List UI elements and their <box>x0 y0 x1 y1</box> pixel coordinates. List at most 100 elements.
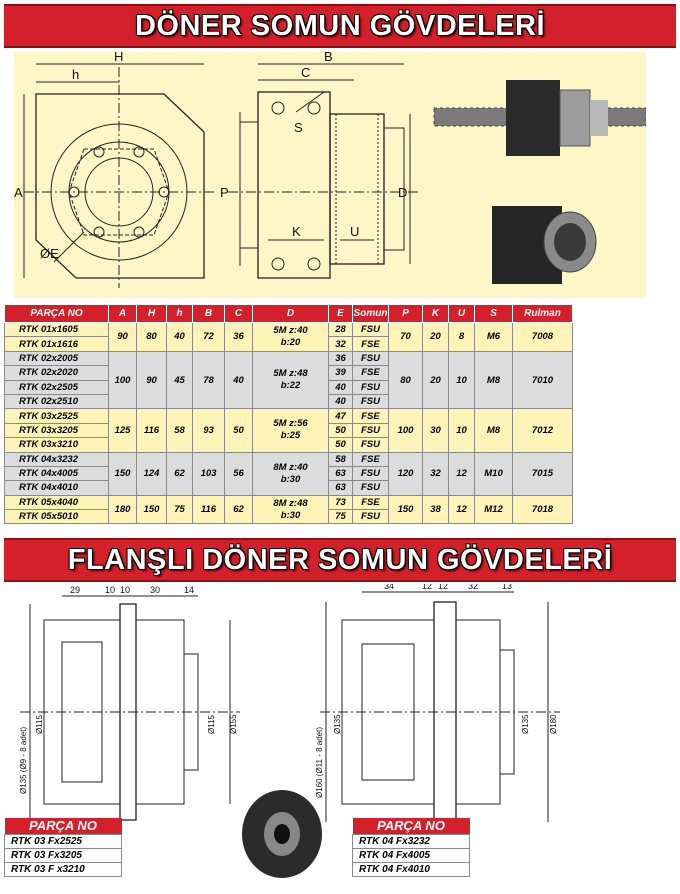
cell-somun: FSU <box>352 422 389 439</box>
part-number-cell: RTK 02x2510 <box>4 393 109 410</box>
flange-right-dim-4: 32 <box>468 584 478 591</box>
cell-U: 12 <box>448 451 475 496</box>
section-title: FLANŞLI DÖNER SOMUN GÖVDELERİ <box>67 543 613 576</box>
dim-label-B: B <box>324 52 333 64</box>
cell-K: 32 <box>422 451 449 496</box>
parts-left-item: RTK 03 F x3210 <box>4 861 122 877</box>
part-number-cell: RTK 04x4010 <box>4 480 109 496</box>
col-header-rulman: Rulman <box>512 304 573 323</box>
cell-E: 73 <box>328 494 353 511</box>
cell-K: 30 <box>422 408 449 453</box>
col-header-B: B <box>192 304 225 323</box>
cell-C: 40 <box>224 350 253 410</box>
cell-somun: FSE <box>352 451 389 467</box>
flange-right-d3: Ø180 <box>549 714 558 734</box>
cell-somun: FSE <box>352 336 389 352</box>
part-number-cell: RTK 05x5010 <box>4 509 109 525</box>
cell-D-line1: 5M z:48 <box>273 368 308 380</box>
col-header-S: S <box>474 304 513 323</box>
dim-label-P: P <box>220 185 229 200</box>
cell-A: 180 <box>108 494 137 525</box>
parts-right-item: RTK 04 Fx3232 <box>352 833 470 849</box>
cell-P: 120 <box>388 451 423 496</box>
cell-E: 58 <box>328 451 353 467</box>
cell-C: 56 <box>224 451 253 496</box>
flange-left-dim-5: 14 <box>184 585 194 595</box>
cell-Rulman: 7018 <box>512 494 573 525</box>
col-header-part: PARÇA NO <box>4 304 109 323</box>
part-number-cell: RTK 01x1616 <box>4 336 109 352</box>
part-number-cell: RTK 03x3210 <box>4 437 109 453</box>
title-banner-bottom: FLANŞLI DÖNER SOMUN GÖVDELERİ <box>4 538 676 582</box>
flange-left-dim-3: 10 <box>120 585 130 595</box>
cell-H: 80 <box>136 322 167 352</box>
cell-S: M8 <box>474 408 513 453</box>
cell-Rulman: 7015 <box>512 451 573 496</box>
cell-P: 100 <box>388 408 423 453</box>
part-number-cell: RTK 02x2005 <box>4 350 109 367</box>
cell-B: 78 <box>192 350 225 410</box>
part-number-cell: RTK 04x3232 <box>4 451 109 467</box>
spec-table: PARÇA NO A H h B C D E Somun P K U S Rul… <box>4 304 573 525</box>
cell-P: 80 <box>388 350 423 410</box>
cell-B: 72 <box>192 322 225 352</box>
col-header-K: K <box>422 304 449 323</box>
cell-P: 150 <box>388 494 423 525</box>
part-number-cell: RTK 02x2505 <box>4 379 109 395</box>
flange-left-d2: Ø115 <box>207 714 216 734</box>
col-header-H: H <box>136 304 167 323</box>
cell-somun: FSU <box>352 321 389 338</box>
cell-somun: FSE <box>352 494 389 511</box>
dim-label-S: S <box>294 120 303 135</box>
cell-h: 62 <box>166 451 193 496</box>
cell-somun: FSE <box>352 408 389 424</box>
flange-left-dim-2: 10 <box>105 585 115 595</box>
cell-S: M6 <box>474 322 513 352</box>
part-number-cell: RTK 03x2525 <box>4 408 109 424</box>
parts-table-right: PARÇA NO RTK 04 Fx3232 RTK 04 Fx4005 RTK… <box>352 818 470 877</box>
cell-B: 116 <box>192 494 225 525</box>
technical-drawing-panel: H h A ØE B C S P D K U <box>14 52 646 298</box>
cell-S: M8 <box>474 350 513 410</box>
cell-E: 47 <box>328 408 353 424</box>
cell-E: 75 <box>328 509 353 525</box>
cell-E: 63 <box>328 480 353 496</box>
col-header-E: E <box>328 304 353 323</box>
cell-C: 62 <box>224 494 253 525</box>
cell-h: 75 <box>166 494 193 525</box>
dim-label-K: K <box>292 224 301 239</box>
cell-H: 124 <box>136 451 167 496</box>
cell-E: 36 <box>328 350 353 367</box>
cell-somun: FSU <box>352 379 389 395</box>
flange-left-dim-4: 30 <box>150 585 160 595</box>
cell-B: 93 <box>192 408 225 453</box>
flange-right-holes: Ø160 (Ø11 - 8 adet) <box>315 727 324 798</box>
cell-somun: FSU <box>352 509 389 525</box>
cell-D-line2: b:30 <box>280 473 301 485</box>
cell-A: 100 <box>108 350 137 410</box>
cell-U: 10 <box>448 408 475 453</box>
cell-U: 12 <box>448 494 475 525</box>
cell-U: 8 <box>448 322 475 352</box>
col-header-h: h <box>166 304 193 323</box>
col-header-somun: Somun <box>352 304 389 323</box>
cell-h: 45 <box>166 350 193 410</box>
cell-D-line1: 5M z:56 <box>273 418 308 430</box>
col-header-U: U <box>448 304 475 323</box>
cell-somun: FSU <box>352 350 389 367</box>
flange-right-dim-3: 12 <box>438 584 448 591</box>
cell-somun: FSU <box>352 437 389 453</box>
cell-somun: FSU <box>352 465 389 482</box>
part-number-cell: RTK 05x4040 <box>4 494 109 511</box>
part-number-cell: RTK 04x4005 <box>4 465 109 482</box>
cell-D-line2: b:30 <box>280 509 301 521</box>
